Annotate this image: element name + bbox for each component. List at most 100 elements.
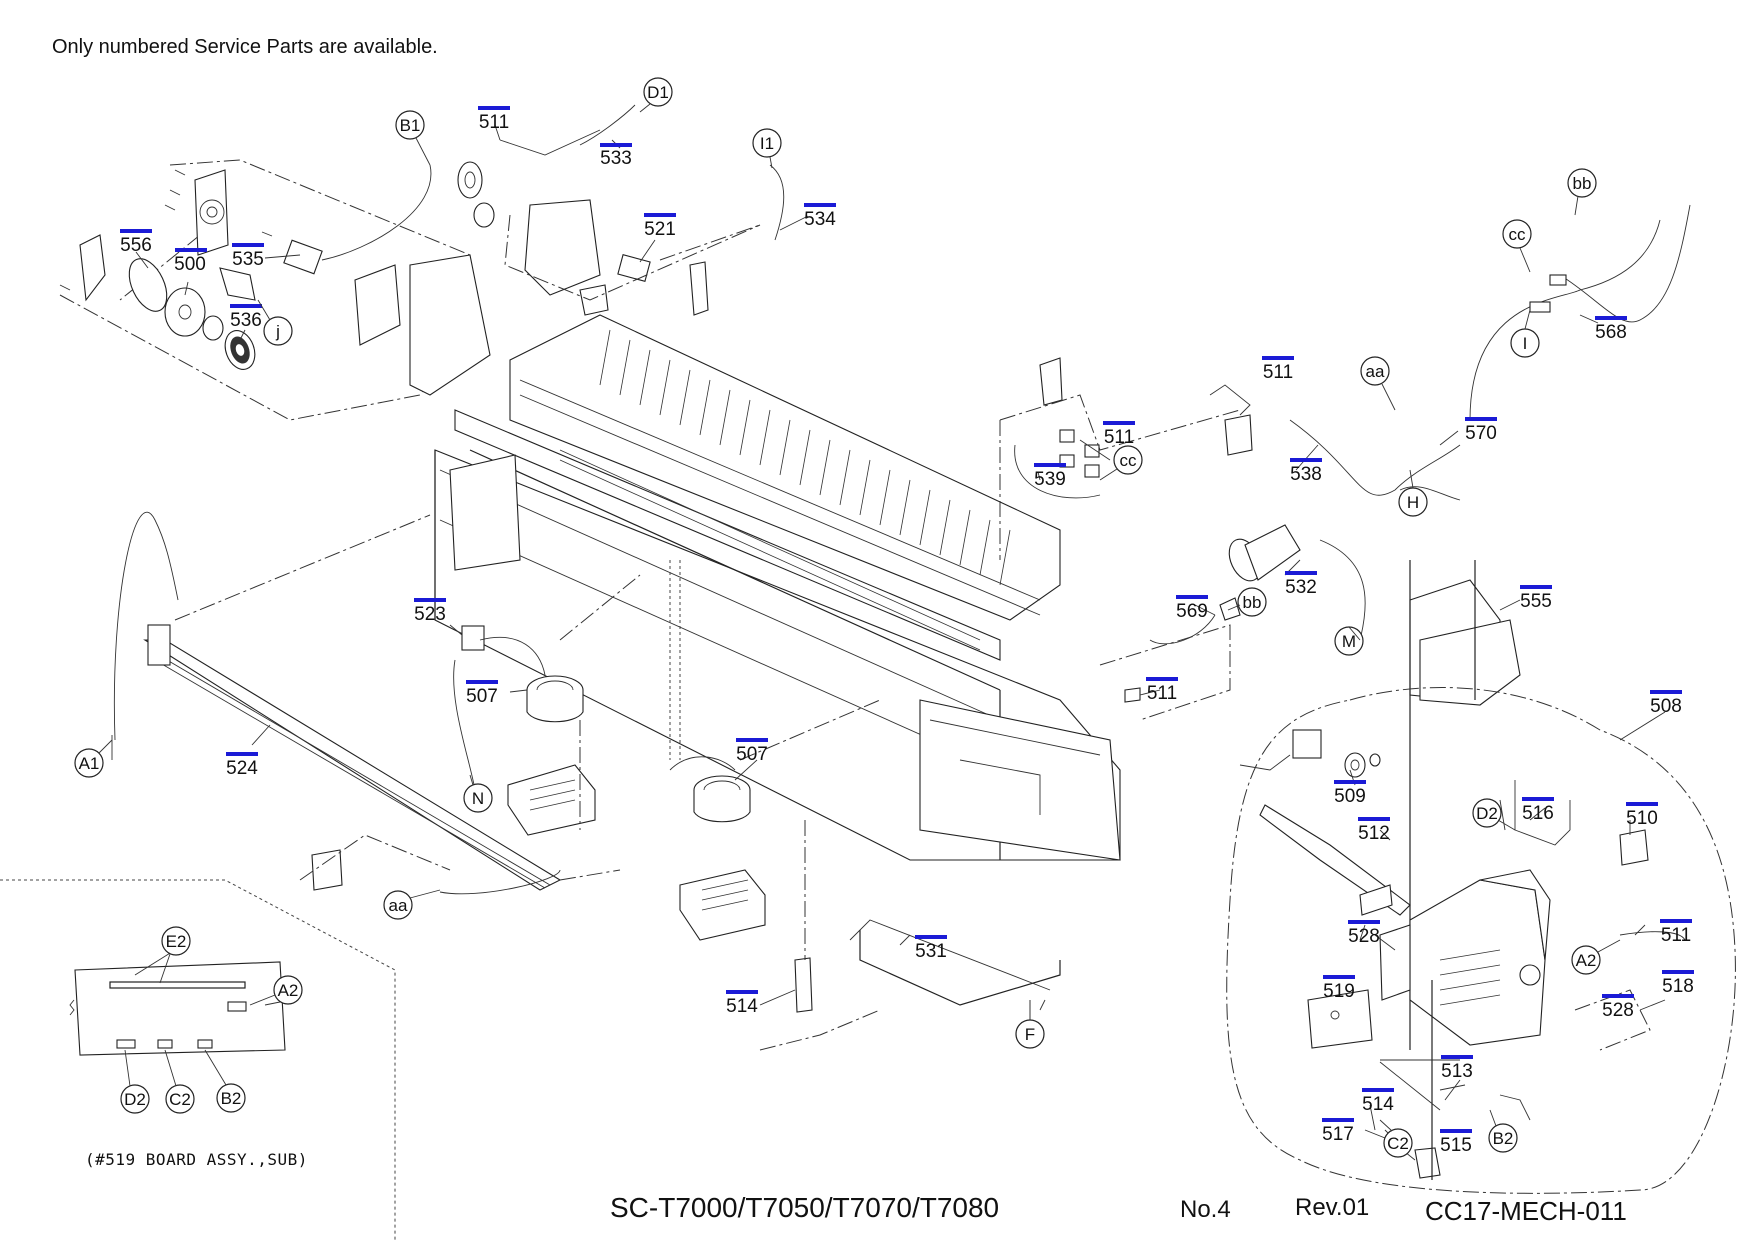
svg-text:I: I <box>1523 334 1528 353</box>
svg-text:515: 515 <box>1440 1135 1472 1156</box>
svg-text:C2: C2 <box>1387 1134 1409 1153</box>
document-id: CC17-MECH-011 <box>1425 1196 1627 1226</box>
svg-text:514: 514 <box>1362 1094 1394 1115</box>
part-label: 521 <box>644 213 676 240</box>
cover-assembly <box>1409 560 1521 1050</box>
part-label: 528 <box>1602 994 1634 1021</box>
part-label: 556 <box>120 229 152 256</box>
part-label: 532 <box>1285 571 1317 598</box>
ref-callout: D2 <box>120 1084 150 1114</box>
svg-text:B2: B2 <box>1493 1129 1514 1148</box>
part-number-labels: 556 500 535 536 511 533 521 534 511 511 … <box>120 106 1694 1156</box>
service-parts-notice: Only numbered Service Parts are availabl… <box>52 36 438 58</box>
leader-lines <box>134 124 1666 1146</box>
svg-text:516: 516 <box>1522 803 1554 824</box>
ref-callout: M <box>1334 626 1364 656</box>
part-label: 513 <box>1441 1055 1473 1082</box>
part-label: 538 <box>1290 458 1322 485</box>
svg-text:535: 535 <box>232 249 264 270</box>
motor-gear-assembly <box>59 159 491 421</box>
part-label: 508 <box>1650 690 1682 717</box>
part-label: 555 <box>1520 585 1552 612</box>
ref-callout: A2 <box>273 975 303 1005</box>
svg-text:cc: cc <box>1509 225 1527 244</box>
svg-text:511: 511 <box>479 112 509 133</box>
svg-text:cc: cc <box>1120 451 1138 470</box>
part-label: 570 <box>1465 417 1497 444</box>
carriage-rail <box>111 511 621 895</box>
svg-text:511: 511 <box>1661 925 1691 946</box>
part-label: 515 <box>1440 1129 1472 1156</box>
svg-text:532: 532 <box>1285 577 1317 598</box>
svg-text:513: 513 <box>1441 1061 1473 1082</box>
main-frame <box>434 314 1121 861</box>
svg-text:F: F <box>1025 1025 1035 1044</box>
part-label: 514 <box>726 990 758 1017</box>
ref-callout: B2 <box>1488 1123 1518 1153</box>
svg-text:E2: E2 <box>166 932 187 951</box>
drive-motor-bracket <box>457 104 785 316</box>
part-label: 511 <box>1660 919 1692 946</box>
part-label: 507 <box>466 680 498 707</box>
svg-text:523: 523 <box>414 604 446 625</box>
svg-text:A2: A2 <box>1576 951 1597 970</box>
svg-text:524: 524 <box>226 758 258 779</box>
part-label: 511 <box>1103 421 1135 448</box>
part-label: 514 <box>1362 1088 1394 1115</box>
svg-text:j: j <box>275 322 280 341</box>
ref-callout: j <box>263 316 293 346</box>
ref-callout: aa <box>1360 356 1390 386</box>
svg-text:534: 534 <box>804 209 836 230</box>
svg-text:568: 568 <box>1595 322 1627 343</box>
svg-text:519: 519 <box>1323 981 1355 1002</box>
svg-text:556: 556 <box>120 235 152 256</box>
part-label: 531 <box>915 935 947 962</box>
part-label: 519 <box>1323 975 1355 1002</box>
part-label: 511 <box>1262 356 1294 383</box>
svg-text:511: 511 <box>1263 362 1293 383</box>
svg-text:N: N <box>472 789 484 808</box>
svg-text:538: 538 <box>1290 464 1322 485</box>
ref-callout: H <box>1398 487 1428 517</box>
ref-callout: I1 <box>752 128 782 158</box>
svg-text:507: 507 <box>736 744 768 765</box>
svg-text:D2: D2 <box>1476 804 1498 823</box>
part-label: 569 <box>1176 595 1208 622</box>
part-label: 509 <box>1334 780 1366 807</box>
svg-text:528: 528 <box>1602 1000 1634 1021</box>
ref-callout: D2 <box>1472 798 1502 828</box>
ref-callout: I <box>1510 328 1540 358</box>
part-label: 516 <box>1522 797 1554 824</box>
svg-text:531: 531 <box>915 941 947 962</box>
svg-text:511: 511 <box>1147 683 1177 704</box>
svg-text:536: 536 <box>230 310 262 331</box>
ref-callout: D1 <box>643 77 673 107</box>
ref-callout: aa <box>383 890 413 920</box>
svg-text:C2: C2 <box>169 1090 191 1109</box>
svg-text:507: 507 <box>466 686 498 707</box>
svg-text:570: 570 <box>1465 423 1497 444</box>
ref-callout: N <box>463 783 493 813</box>
part-label: 507 <box>736 738 768 765</box>
part-label: 528 <box>1348 920 1380 947</box>
part-label: 511 <box>478 106 510 133</box>
revision-label: Rev.01 <box>1295 1194 1370 1221</box>
svg-text:D1: D1 <box>647 83 669 102</box>
svg-text:517: 517 <box>1322 1124 1354 1145</box>
part-label: 511 <box>1146 677 1178 704</box>
part-label: 533 <box>600 143 632 169</box>
sub-board-inset <box>0 879 396 1240</box>
svg-text:539: 539 <box>1034 469 1066 490</box>
part-label: 510 <box>1626 802 1658 829</box>
svg-text:I1: I1 <box>760 134 774 153</box>
svg-text:500: 500 <box>174 254 206 275</box>
part-label: 518 <box>1662 970 1694 997</box>
part-label: 524 <box>226 752 258 779</box>
ref-callout: C2 <box>165 1084 195 1114</box>
ref-callout: bb <box>1567 168 1597 198</box>
part-label: 500 <box>174 248 207 275</box>
svg-text:511: 511 <box>1104 427 1134 448</box>
svg-text:569: 569 <box>1176 601 1208 622</box>
svg-text:bb: bb <box>1243 593 1262 612</box>
